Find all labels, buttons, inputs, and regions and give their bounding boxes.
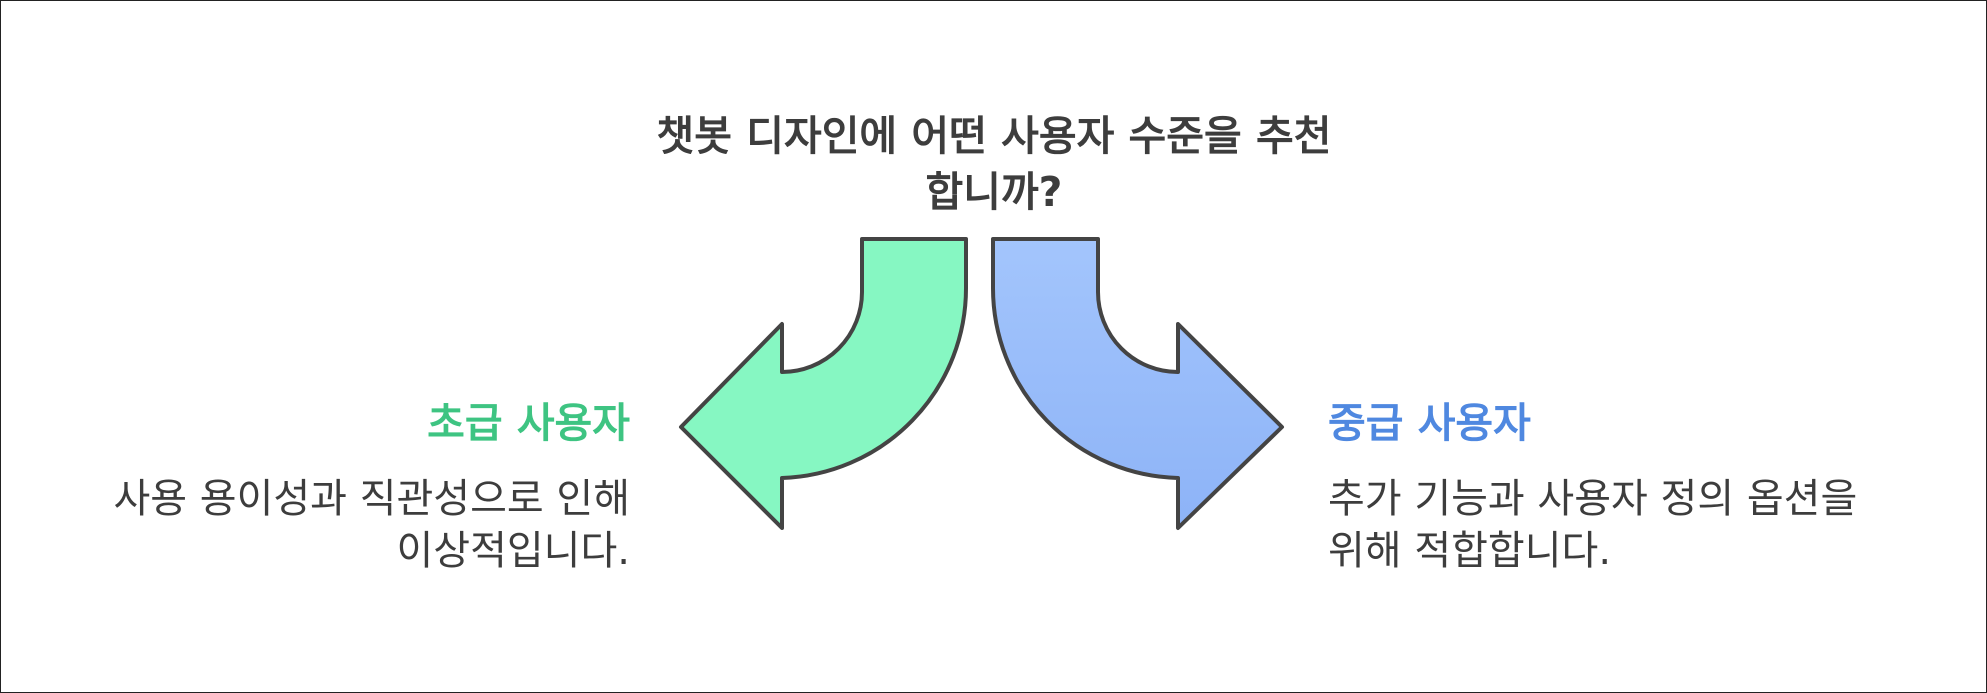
beginner-arrow <box>679 237 968 530</box>
beginner-option: 초급 사용자 사용 용이성과 직관성으로 인해 이상적입니다. <box>40 395 630 577</box>
intermediate-heading: 중급 사용자 <box>1328 399 1531 447</box>
intermediate-option: 중급 사용자 추가 기능과 사용자 정의 옵션을 위해 적합합니다. <box>1328 395 1928 577</box>
beginner-desc-line-1: 사용 용이성과 직관성으로 인해 <box>113 476 630 522</box>
intermediate-desc-line-1: 추가 기능과 사용자 정의 옵션을 <box>1328 476 1858 522</box>
beginner-desc-line-2: 이상적입니다. <box>396 528 630 574</box>
title-line-1: 챗봇 디자인에 어떤 사용자 수준을 추천 <box>656 112 1332 160</box>
intermediate-description: 추가 기능과 사용자 정의 옵션을 위해 적합합니다. <box>1328 473 1928 577</box>
beginner-description: 사용 용이성과 직관성으로 인해 이상적입니다. <box>40 473 630 577</box>
intermediate-desc-line-2: 위해 적합합니다. <box>1328 528 1612 574</box>
diagram-title: 챗봇 디자인에 어떤 사용자 수준을 추천 합니까? <box>594 108 1394 220</box>
title-line-2: 합니까? <box>925 168 1063 216</box>
beginner-heading: 초급 사용자 <box>427 399 630 447</box>
intermediate-arrow <box>991 237 1284 530</box>
